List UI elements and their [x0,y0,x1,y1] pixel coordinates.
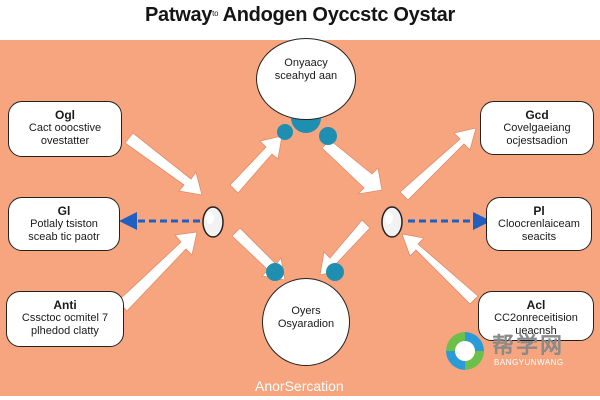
bottom-center-oval-node: Oyers Osyaradion [262,278,350,366]
watermark-english-text: BANGYUNWANG [494,358,564,367]
bottom-left-line-2: plhedod clatty [31,325,99,337]
mid-left-line-2: sceab tic paotr [28,231,100,243]
bottom-left-line-1: Cssctoc ocmitel 7 [21,312,109,324]
watermark-chinese-text: 帮学网 [492,333,565,358]
mid-right-line-1: Cloocrenlaiceam [498,218,580,230]
top-left-heading: Ogl [55,108,75,122]
top-right-line-2: ocjestsadion [506,135,568,147]
mid-left-heading: Gl [57,204,71,218]
top-oval-teal-blob-left [277,124,293,140]
mid-left-node: Gl Potlaly tsiston sceab tic paotr [8,197,120,251]
arrow-right-junction-to-bottom-oval [319,219,371,276]
watermark-logo-icon [446,332,484,370]
top-left-line-1: Cact ooocstive [28,122,102,134]
top-center-oval-node: Onyaacy sceahyd aan [256,38,356,120]
top-center-line-1: Onyaacy [284,57,328,69]
diagram-title: Patwayᵗᵒ Andogen Oyccstc Oystar [144,4,455,26]
bottom-oval-teal-blob-right [326,263,344,281]
arrow-top-oval-to-right-junction [321,139,383,195]
top-left-line-2: ovestatter [40,135,90,147]
bottom-right-line-2: ueacnsh [515,325,557,337]
bottom-right-node: Acl CC2onreceitision ueacnsh [478,291,594,341]
mid-right-line-2: seacits [521,231,557,243]
arrow-left-junction-to-top-oval [229,135,283,194]
top-right-heading: Gcd [525,108,549,122]
arrow-right-junction-to-top-right [399,127,477,201]
watermark: 帮学网 BANGYUNWANG [446,326,596,376]
mid-left-line-1: Potlaly tsiston [30,218,98,230]
footer-caption: AnorSercation [255,378,344,394]
left-junction-highlight [206,212,214,224]
top-left-node: Ogl Cact ooocstive ovestatter [8,101,122,157]
right-junction-node [381,206,403,238]
bottom-left-heading: Anti [53,298,77,312]
bottom-oval-teal-blob-left [266,263,284,281]
arrow-bottom-right-to-right-junction [401,233,479,305]
bottom-left-node: Anti Cssctoc ocmitel 7 plhedod clatty [6,291,124,347]
top-center-line-2: sceahyd aan [274,70,338,82]
top-oval-teal-blob-right [319,127,337,145]
arrow-top-left-to-left-junction [124,132,203,196]
arrow-bottom-left-to-left-junction [117,231,198,312]
bottom-center-line-1: Oyers [291,305,321,317]
right-junction-highlight [385,212,393,224]
bottom-right-line-1: CC2onreceitision [494,312,578,324]
bottom-right-heading: Acl [526,298,546,312]
bottom-center-line-2: Osyaradion [277,318,335,330]
left-junction-node [202,206,224,238]
top-right-node: Gcd Covelgaeiang ocjestsadion [480,101,594,155]
top-right-line-1: Covelgaeiang [503,122,571,134]
mid-right-node: Pl Cloocrenlaiceam seacits [486,197,592,251]
mid-right-heading: Pl [533,204,545,218]
